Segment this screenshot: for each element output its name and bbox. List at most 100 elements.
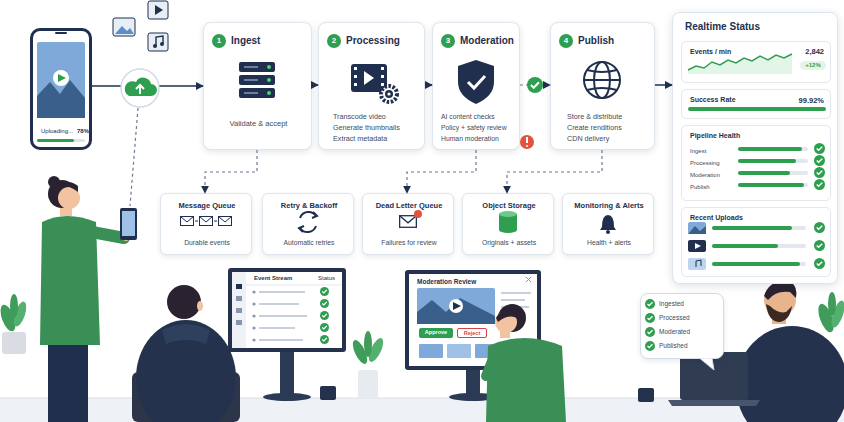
recent-uploads-rows [712,226,792,230]
event-stream-rows [252,338,255,341]
person-seated-left [132,285,240,422]
monitor-stand-left [263,393,311,401]
heading: Ingested [659,300,719,308]
plant-left [0,303,18,333]
plant-right [815,302,837,334]
alert-badge [520,135,534,149]
event-stream-rows [320,335,329,344]
queue-icon [200,217,213,226]
globe-icon [584,62,620,98]
person-standing [58,187,80,209]
event-stream-rows [236,320,242,325]
health-bars [738,147,808,151]
body-text: Moderation [460,35,540,47]
body-text: Publish [690,184,738,191]
dashed-connector [520,84,550,85]
storage-icon [499,214,517,230]
globe-icon [587,70,617,90]
body-text: Generate thumbnails [333,124,423,133]
heading: Message Queue [161,201,253,210]
review-preview [475,344,499,358]
recent-uploads-rows [712,262,806,266]
recent-uploads-rows [814,240,825,251]
bell-icon [606,230,610,234]
event-stream-rows [320,323,329,332]
plant-center [350,338,370,366]
transcode-icon [381,86,397,102]
health-bars [814,143,825,154]
mug [638,388,654,402]
heading: Uploading... [41,128,79,135]
server-icon [267,78,271,82]
person-seated-left [132,372,240,422]
transcode-icon [364,71,374,85]
heading: Retry & Backoff [263,201,355,210]
trend-badge: +12% [800,61,826,70]
phone-screen: Uploading...78% [30,28,92,150]
monitor-stand-right [449,368,497,401]
person-seated-left [167,285,201,319]
shield-icon [458,60,494,104]
approve-button: Approve [419,328,453,338]
heading: Object Storage [463,201,555,210]
flow-arrow [425,84,432,86]
body-text: CDN delivery [567,135,653,144]
person-standing [120,208,137,240]
event-stream-rows [259,315,307,317]
server-icon [239,88,275,98]
event-stream-rows [252,290,255,293]
plant-left [2,332,26,354]
recent-uploads-rows [688,258,706,270]
person-standing [92,232,124,238]
server-icon [267,91,271,95]
person-seated-right [764,281,796,300]
storage-icon [499,211,517,233]
body-text: Create renditions [567,124,653,133]
event-stream-rows [236,308,242,313]
recent-uploads-rows [712,262,800,266]
upload-cloud [121,69,159,107]
event-stream-rows [259,327,295,329]
body-text: Policy + safety review [441,124,519,132]
body-text: Extract metadata [333,135,423,144]
success-bar [688,107,826,111]
service-box: Dead Letter QueueFailures for review [362,193,454,255]
health-bars [738,171,808,175]
person-reviewer [496,309,520,322]
event-stream-rows [259,291,305,293]
review-preview [419,344,443,358]
media-icons [148,33,168,51]
body-text: Status [318,275,344,282]
phone-screen-art [55,32,67,34]
person-standing [40,176,137,422]
sparkline [688,54,792,74]
review-preview [453,302,461,310]
phone-screen-art [37,32,85,142]
person-reviewer [498,304,526,332]
body-text: Processed [659,314,719,322]
person-standing [58,182,78,192]
person-standing [48,176,60,188]
service-box: Monitoring & AlertsHealth + alerts [562,193,654,255]
event-stream-rows [259,303,299,305]
recent-uploads-rows [688,222,825,270]
media-icons [148,1,168,19]
retry-icon [300,226,316,232]
health-bars [738,183,804,187]
plant-center [366,336,386,364]
monitor-screen: Moderation ReviewApproveReject [405,270,541,370]
person-standing [60,206,72,216]
event-stream-rows [252,302,255,305]
recent-uploads-rows [814,258,825,269]
status-panel: Realtime StatusEvents / min2,842+12%Succ… [672,12,838,284]
upload-cloud [136,85,144,94]
body-text: Automatic retries [263,239,355,247]
queue-icon [219,217,232,226]
scene-illustration [130,108,138,206]
health-bars [814,179,825,190]
person-standing [122,211,135,236]
globe-icon [594,62,610,98]
server-icon [239,75,275,85]
bubble-checks [645,299,714,370]
